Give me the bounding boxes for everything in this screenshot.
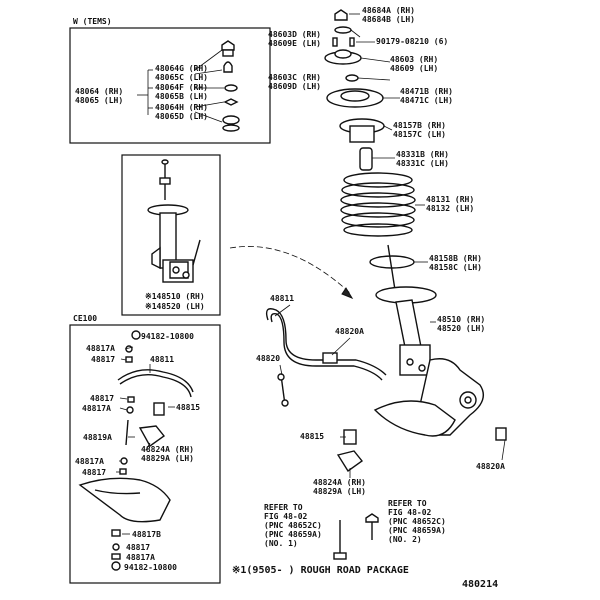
label-48471c: 48471C (LH): [400, 96, 453, 105]
label-48158c: 48158C (LH): [429, 263, 482, 272]
label-48824a: 48824A (RH): [313, 478, 366, 487]
label-48331c: 48331C (LH): [396, 159, 449, 168]
label-48609: 48609 (LH): [390, 64, 438, 73]
pointer-arrowhead: [341, 287, 354, 300]
ce-label-48811: 48811: [150, 355, 174, 364]
ce-label-48817a-4: 48817A: [126, 553, 155, 562]
ce-label-94182-top: 94182-10800: [141, 332, 194, 341]
ce-label-48819a: 48819A: [83, 433, 112, 442]
main-strut-assembly: [324, 9, 507, 441]
label-48331b: 48331B (RH): [396, 150, 449, 159]
label-48684b: 48684B (LH): [362, 15, 415, 24]
pointer-arrow: [229, 246, 351, 294]
refer1-line5: (NO. 1): [264, 539, 298, 548]
main-stabilizer: [265, 308, 387, 560]
label-48820a-right: 48820A: [476, 462, 505, 471]
label-48811: 48811: [270, 294, 294, 303]
label-48603c: 48603C (RH): [268, 73, 321, 82]
label-48820a-top: 48820A: [335, 327, 364, 336]
ce-label-48817-3: 48817: [82, 468, 106, 477]
main-leaders: [274, 13, 506, 478]
ce100-leaders: [116, 346, 175, 535]
refer2-line5: (NO. 2): [388, 535, 422, 544]
strut-panel: ※148510 (RH) ※148520 (LH): [121, 154, 221, 316]
ce-label-48817-4: 48817: [126, 543, 150, 552]
label-48065d: 48065D (LH): [155, 112, 208, 121]
label-148520: ※148520 (LH): [145, 302, 205, 311]
ce100-panel-title: CE100: [73, 314, 97, 323]
label-48520: 48520 (LH): [437, 324, 485, 333]
ce-label-48817b: 48817B: [132, 530, 161, 539]
refer2-line3: (PNC 48652C): [388, 517, 446, 526]
label-90179: 90179-08210 (6): [376, 37, 448, 46]
label-148510: ※148510 (RH): [145, 292, 205, 301]
drawing-number: 480214: [462, 579, 498, 590]
ce-label-94182-bot: 94182-10800: [124, 563, 177, 572]
label-48064h: 48064H (RH): [155, 103, 208, 112]
refer-note-2: REFER TO FIG 48-02 (PNC 48652C) (PNC 486…: [388, 499, 446, 544]
label-48820: 48820: [256, 354, 280, 363]
refer1-line2: FIG 48-02: [264, 512, 308, 521]
refer2-line1: REFER TO: [388, 499, 427, 508]
refer1-line3: (PNC 48652C): [264, 521, 322, 530]
ce-label-48817-1: 48817: [91, 355, 115, 364]
ce-label-48817-2: 48817: [90, 394, 114, 403]
label-48684a: 48684A (RH): [362, 6, 415, 15]
label-48157b: 48157B (RH): [393, 121, 446, 130]
ce-label-48817a-1: 48817A: [86, 344, 115, 353]
label-48064f: 48064F (RH): [155, 83, 208, 92]
label-48065: 48065 (LH): [75, 96, 123, 105]
label-48158b: 48158B (RH): [429, 254, 482, 263]
label-48131: 48131 (RH): [426, 195, 474, 204]
coil-spring: [340, 172, 416, 237]
label-48471b: 48471B (RH): [400, 87, 453, 96]
label-48157c: 48157C (LH): [393, 130, 446, 139]
label-48815: 48815: [300, 432, 324, 441]
label-48064: 48064 (RH): [75, 87, 123, 96]
label-48132: 48132 (LH): [426, 204, 474, 213]
ce-label-48817a-2: 48817A: [82, 404, 111, 413]
tems-leaders: [137, 49, 225, 123]
label-48603: 48603 (RH): [390, 55, 438, 64]
refer-note-1: REFER TO FIG 48-02 (PNC 48652C) (PNC 486…: [264, 503, 322, 548]
ce-label-48817a-3: 48817A: [75, 457, 104, 466]
label-48603d: 48603D (RH): [268, 30, 321, 39]
tems-panel: W (TEMS) 48064G (RH) 48065C (LH) 48064F …: [69, 17, 271, 144]
ce100-parts: [78, 330, 194, 571]
tems-panel-title: W (TEMS): [73, 17, 112, 26]
label-48609d: 48609D (LH): [268, 82, 321, 91]
label-48064g: 48064G (RH): [155, 64, 208, 73]
label-48065c: 48065C (LH): [155, 73, 208, 82]
refer1-line1: REFER TO: [264, 503, 303, 512]
refer2-line4: (PNC 48659A): [388, 526, 446, 535]
label-48510: 48510 (RH): [437, 315, 485, 324]
refer1-line4: (PNC 48659A): [264, 530, 322, 539]
ce-label-48824a: 48824A (RH): [141, 445, 194, 454]
tems-mount-parts: [221, 40, 240, 132]
strut-assembly-drawing: [147, 159, 201, 283]
label-48829a: 48829A (LH): [313, 487, 366, 496]
ce-label-48829a: 48829A (LH): [141, 454, 194, 463]
ce-label-48815: 48815: [176, 403, 200, 412]
label-48065b: 48065B (LH): [155, 92, 208, 101]
ce100-panel: CE100: [69, 314, 221, 584]
footer-note: ※1(9505- ) ROUGH ROAD PACKAGE: [232, 565, 409, 576]
label-48609e: 48609E (LH): [268, 39, 321, 48]
refer2-line2: FIG 48-02: [388, 508, 432, 517]
